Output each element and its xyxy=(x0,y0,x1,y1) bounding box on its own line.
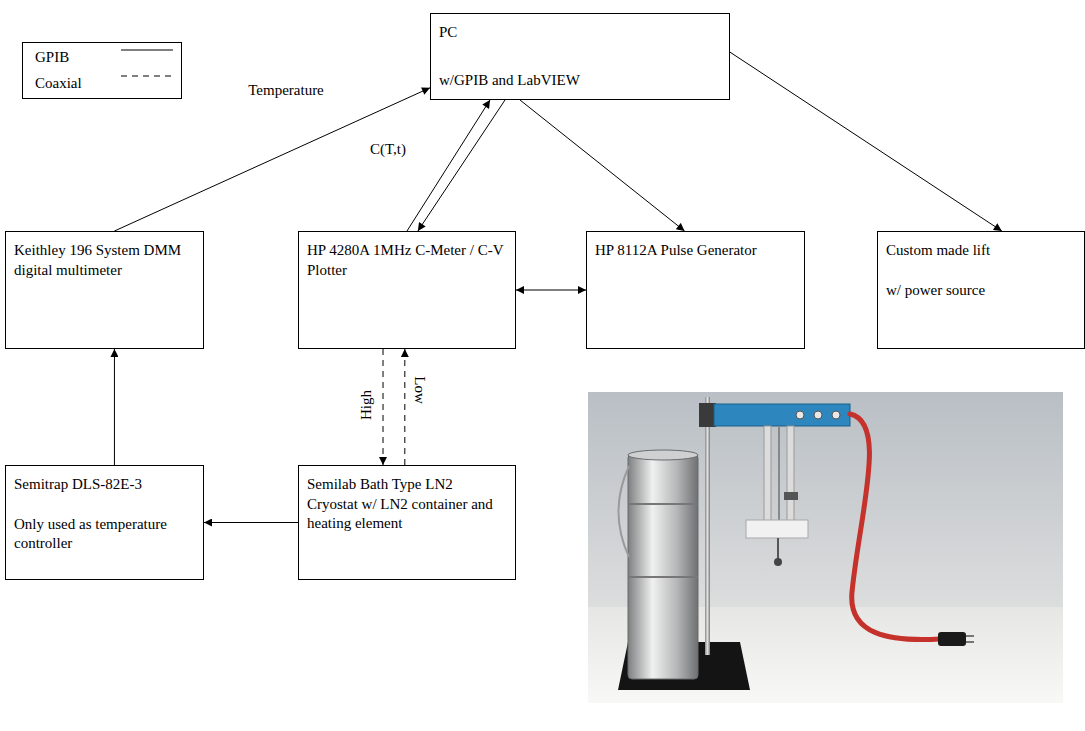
process-box: HP 8112A Pulse Generator xyxy=(586,231,805,349)
process-box: Custom made lift w/ power source xyxy=(877,231,1085,349)
box-title: Custom made lift xyxy=(886,241,1076,261)
power-plug xyxy=(938,632,966,646)
sample-holder xyxy=(746,520,808,538)
edge-label: C(T,t) xyxy=(368,140,408,158)
gpib-connector xyxy=(520,100,685,231)
gpib-connector xyxy=(418,100,505,231)
box-title: Semilab Bath Type LN2 Cryostat w/ LN2 co… xyxy=(307,475,507,534)
edge-label: Temperature xyxy=(246,81,326,99)
legend-line xyxy=(121,76,173,77)
screw xyxy=(832,411,840,419)
box-title: HP 4280A 1MHz C-Meter / C-V Plotter xyxy=(307,241,507,280)
gpib-connector xyxy=(730,52,1002,231)
process-box: Semilab Bath Type LN2 Cryostat w/ LN2 co… xyxy=(298,465,516,580)
plug-prong xyxy=(966,641,974,643)
process-box: Semitrap DLS-82E-3Only used as temperatu… xyxy=(5,465,204,580)
process-box: Keithley 196 System DMM digital multimet… xyxy=(5,231,204,349)
box-note: Only used as temperature controller xyxy=(14,515,195,554)
screw xyxy=(814,411,822,419)
dewar-band xyxy=(628,503,698,505)
box-title: Keithley 196 System DMM digital multimet… xyxy=(14,241,195,280)
tube-clip xyxy=(784,492,798,500)
legend-box: GPIB Coaxial xyxy=(22,42,182,99)
probe-tube xyxy=(764,426,771,522)
probe-ball xyxy=(774,558,782,566)
box-title: Semitrap DLS-82E-3 xyxy=(14,475,195,495)
box-title: HP 8112A Pulse Generator xyxy=(595,241,796,261)
gpib-connector xyxy=(516,290,586,291)
probe-rod xyxy=(778,426,780,520)
box-title: PC xyxy=(439,23,721,43)
legend-label: GPIB xyxy=(35,48,69,66)
box-note: w/ power source xyxy=(886,281,1076,301)
stand-rod xyxy=(705,397,710,655)
edge-label: Low xyxy=(411,374,429,406)
box-note: w/GPIB and LabVIEW xyxy=(439,71,721,91)
process-box: HP 4280A 1MHz C-Meter / C-V Plotter xyxy=(298,231,516,349)
plug-prong xyxy=(966,635,974,637)
gpib-connector xyxy=(204,522,298,523)
red-cable xyxy=(850,414,940,640)
screw xyxy=(796,411,804,419)
blue-bar xyxy=(714,404,850,426)
legend-label: Coaxial xyxy=(35,74,82,92)
gpib-connector xyxy=(114,88,430,231)
dewar-handle xyxy=(619,466,630,557)
coaxial-connector xyxy=(404,349,405,465)
dewar-band xyxy=(628,576,698,578)
legend-line-sample xyxy=(119,73,175,93)
gpib-connector xyxy=(407,100,490,231)
legend-line-sample xyxy=(119,47,175,67)
legend-row: Coaxial xyxy=(23,73,181,95)
coaxial-connector xyxy=(383,349,384,465)
legend-row: GPIB xyxy=(23,47,181,69)
probe-tip xyxy=(777,538,779,559)
edge-label: High xyxy=(357,388,375,422)
cryostat-photo xyxy=(588,392,1063,703)
probe-tube xyxy=(787,426,794,522)
ln2-dewar xyxy=(628,454,698,679)
legend-line xyxy=(121,50,173,51)
gpib-connector xyxy=(114,349,115,465)
process-box: PC w/GPIB and LabVIEW xyxy=(430,13,730,100)
dewar-lid xyxy=(628,450,698,460)
rod-clamp xyxy=(699,403,716,427)
